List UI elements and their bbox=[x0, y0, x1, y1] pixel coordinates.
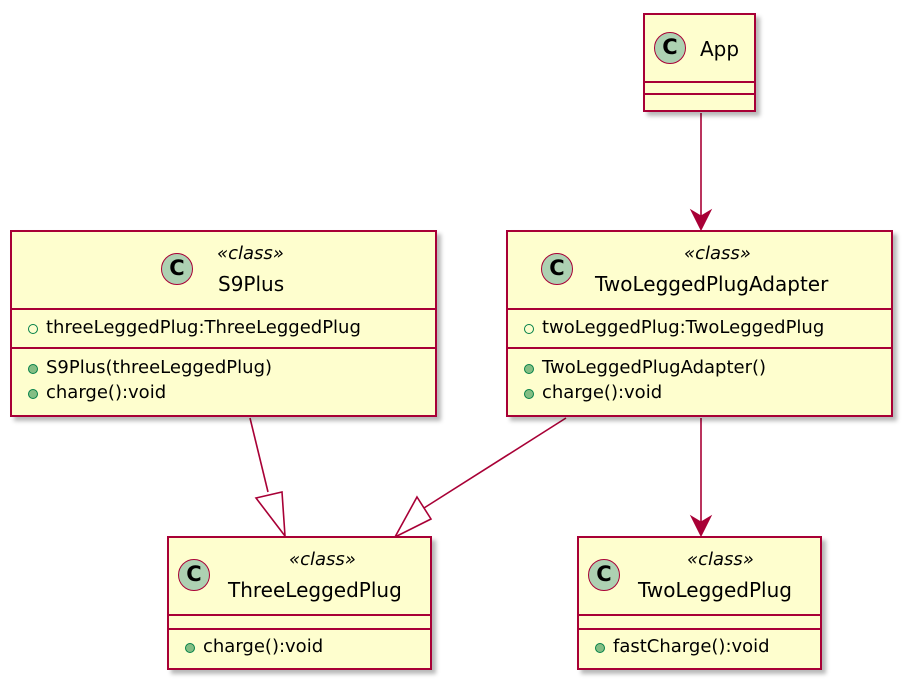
methods-section: TwoLeggedPlugAdapter() charge():void bbox=[508, 349, 891, 415]
class-icon: C bbox=[588, 559, 620, 591]
public-visibility-icon bbox=[28, 324, 38, 334]
class-adapter[interactable]: C «class» TwoLeggedPlugAdapter twoLegged… bbox=[506, 230, 893, 417]
class-icon: C bbox=[178, 559, 210, 591]
public-visibility-icon bbox=[28, 364, 38, 374]
generalization-adapter-threeplug bbox=[393, 417, 567, 539]
class-icon: C bbox=[541, 253, 573, 285]
fields-section bbox=[169, 616, 430, 630]
public-visibility-icon bbox=[524, 364, 534, 374]
method-text: S9Plus(threeLeggedPlug) bbox=[46, 357, 273, 378]
class-name-s9plus: S9Plus bbox=[218, 272, 285, 296]
fields-section: threeLeggedPlug:ThreeLeggedPlug bbox=[12, 310, 435, 349]
class-name-twoleggedplug: TwoLeggedPlug bbox=[638, 578, 792, 602]
stereotype-label: «class» bbox=[687, 549, 754, 570]
public-visibility-icon bbox=[524, 324, 534, 334]
class-twoleggedplug[interactable]: C «class» TwoLeggedPlug fastCharge():voi… bbox=[577, 536, 822, 670]
fields-section bbox=[579, 616, 820, 630]
method-text: charge():void bbox=[203, 636, 324, 657]
method-text: charge():void bbox=[542, 382, 663, 403]
field-text: twoLeggedPlug:TwoLeggedPlug bbox=[542, 317, 825, 338]
class-threeleggedplug[interactable]: C «class» ThreeLeggedPlug charge():void bbox=[167, 536, 432, 670]
stereotype-label: «class» bbox=[684, 243, 751, 264]
methods-section: charge():void bbox=[169, 630, 430, 668]
method-text: fastCharge():void bbox=[613, 636, 770, 657]
methods-section bbox=[645, 95, 754, 109]
class-name-app: App bbox=[700, 37, 740, 61]
association-adapter-twoplug bbox=[689, 418, 713, 538]
method-text: TwoLeggedPlugAdapter() bbox=[542, 357, 767, 378]
class-app[interactable]: C App bbox=[643, 13, 756, 112]
field-text: threeLeggedPlug:ThreeLeggedPlug bbox=[46, 317, 361, 338]
association-app-adapter bbox=[689, 113, 713, 232]
fields-section: twoLeggedPlug:TwoLeggedPlug bbox=[508, 310, 891, 349]
generalization-s9plus-threeplug bbox=[249, 417, 286, 539]
class-icon: C bbox=[161, 253, 193, 285]
stereotype-label: «class» bbox=[289, 549, 356, 570]
public-visibility-icon bbox=[185, 643, 195, 653]
class-name-threeleggedplug: ThreeLeggedPlug bbox=[228, 578, 402, 602]
public-visibility-icon bbox=[595, 643, 605, 653]
public-visibility-icon bbox=[524, 389, 534, 399]
class-icon: C bbox=[654, 32, 686, 64]
methods-section: S9Plus(threeLeggedPlug) charge():void bbox=[12, 349, 435, 415]
method-text: charge():void bbox=[46, 382, 167, 403]
public-visibility-icon bbox=[28, 389, 38, 399]
stereotype-label: «class» bbox=[217, 243, 284, 264]
class-name-adapter: TwoLeggedPlugAdapter bbox=[595, 272, 829, 296]
methods-section: fastCharge():void bbox=[579, 630, 820, 668]
fields-section bbox=[645, 83, 754, 95]
class-s9plus[interactable]: C «class» S9Plus threeLeggedPlug:ThreeLe… bbox=[10, 230, 437, 417]
